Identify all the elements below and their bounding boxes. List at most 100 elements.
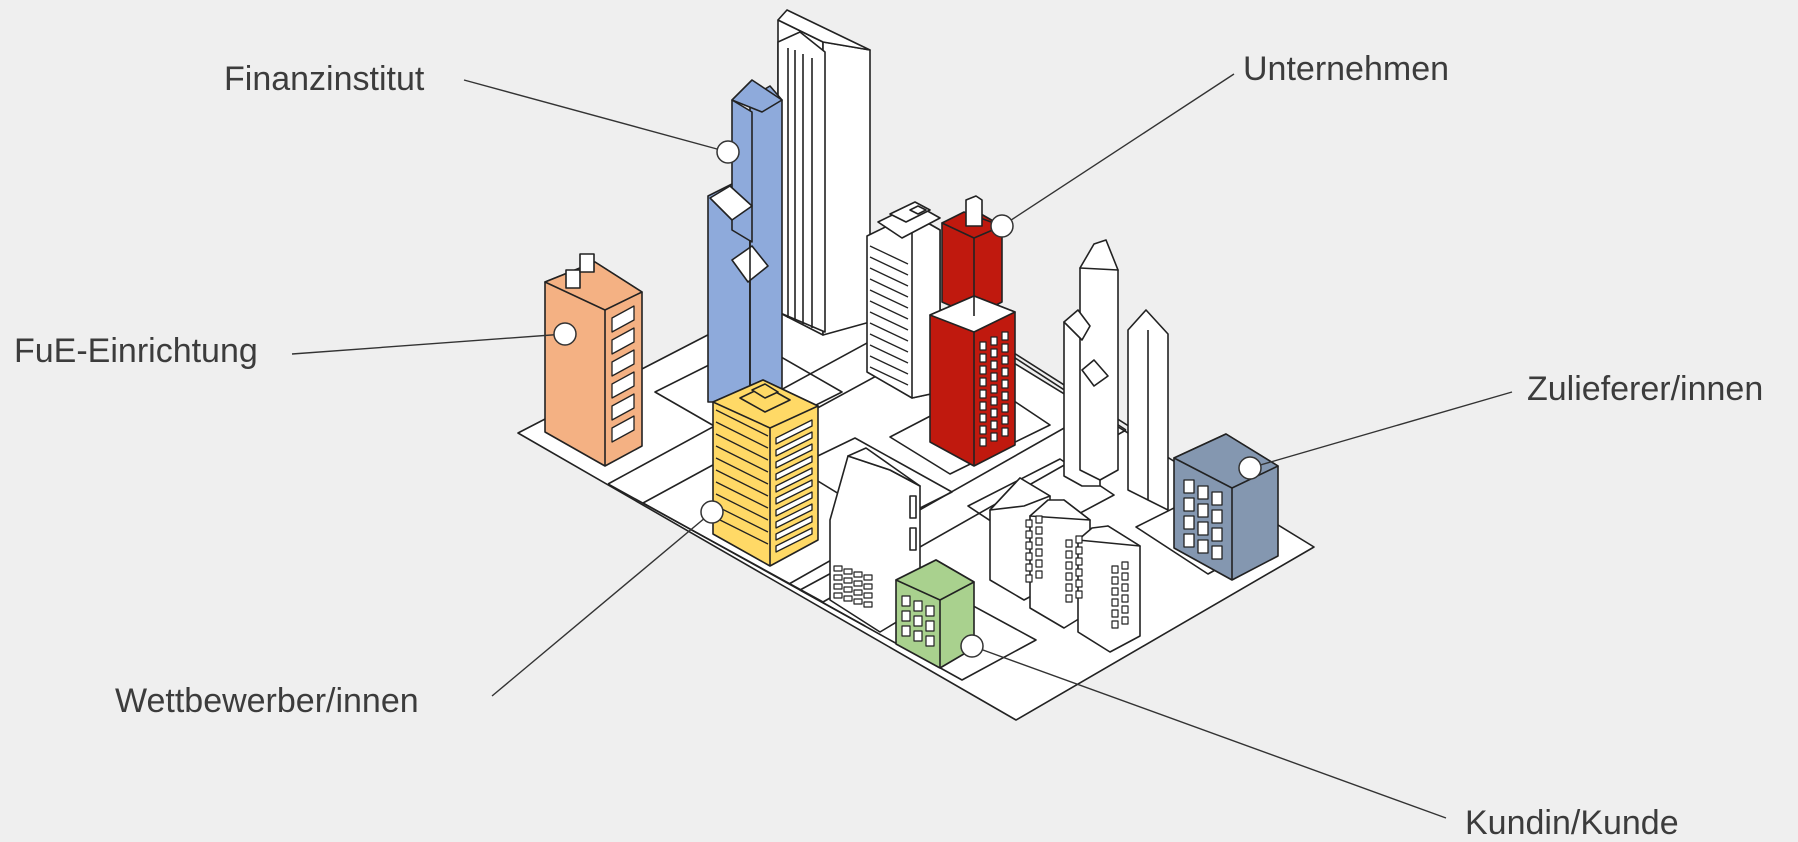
label-zulieferer: Zulieferer/innen [1527,370,1764,408]
window [853,571,863,578]
window [990,372,998,382]
marker-dot-wettbewerber [700,500,724,524]
floor-line [869,311,909,331]
window [913,630,923,642]
floor-line [715,517,769,545]
window [925,635,935,647]
callout-line-wettbewerber [491,511,713,697]
window [611,305,635,333]
window [979,401,987,411]
fue-windows [611,305,635,443]
white-stepped-floors [869,245,909,386]
floor-stripe [775,503,813,529]
floor-stripe [775,467,813,493]
window [833,565,843,572]
window [1001,331,1009,341]
callout-line-fue [291,333,566,355]
window [863,574,873,581]
marker-dot-zulieferer [1238,456,1262,480]
window [990,396,998,406]
window [611,415,635,443]
window [990,348,998,358]
window [1065,583,1073,592]
window [925,620,935,632]
window [979,353,987,363]
window [1035,526,1043,535]
unternehmen-windows [979,331,1009,447]
floor-line [715,481,769,509]
window [1065,539,1073,548]
floor-line [869,355,909,375]
window [843,568,853,575]
window [1111,587,1119,596]
window [990,408,998,418]
window [833,583,843,590]
window [990,432,998,442]
window [901,625,911,637]
window [1197,485,1209,500]
window [1035,559,1043,568]
window [1025,552,1033,561]
window [1183,515,1195,530]
window [1065,561,1073,570]
window [1035,548,1043,557]
wettbewerber-floors [715,409,813,553]
floor-stripe [775,455,813,481]
window [1065,550,1073,559]
floor-line [869,278,909,298]
floor-line [869,300,909,320]
callout-markers [553,140,1262,658]
window [1197,503,1209,518]
callout-line-unternehmen [1001,73,1235,227]
window [1025,541,1033,550]
window [1183,497,1195,512]
window [1211,491,1223,506]
window [1121,561,1129,570]
window [913,600,923,612]
floor-line [869,289,909,309]
window [979,341,987,351]
floor-line [869,245,909,265]
callout-line-zulieferer [1249,391,1513,469]
floor-stripe [775,419,813,445]
label-wettbewerber: Wettbewerber/innen [115,682,419,720]
floor-line [715,457,769,485]
window [1001,403,1009,413]
window [1111,598,1119,607]
window [1121,616,1129,625]
floor-line [715,445,769,473]
floor-line [715,493,769,521]
floor-line [715,469,769,497]
callout-line-kunde [971,645,1447,819]
window [833,574,843,581]
floor-stripe [775,527,813,553]
window [1001,379,1009,389]
label-unternehmen: Unternehmen [1243,50,1450,88]
window [1025,530,1033,539]
floor-line [869,366,909,386]
floor-stripe [775,431,813,457]
label-fue-einrichtung: FuE-Einrichtung [14,332,258,370]
window [1121,605,1129,614]
label-kunde: Kundin/Kunde [1465,804,1679,842]
window [1121,572,1129,581]
white-twin-towers [1063,239,1169,511]
window [913,615,923,627]
window [1001,355,1009,365]
floor-line [715,421,769,449]
window [853,580,863,587]
window [1075,557,1083,566]
window [1025,519,1033,528]
window [833,592,843,599]
window [611,371,635,399]
floor-line [715,505,769,533]
white-stepped-building [866,201,941,399]
window [1183,533,1195,548]
window [1035,570,1043,579]
floor-stripe [775,443,813,469]
window [1001,367,1009,377]
window [1001,427,1009,437]
finanzinstitut-building [707,79,783,403]
window [1211,527,1223,542]
